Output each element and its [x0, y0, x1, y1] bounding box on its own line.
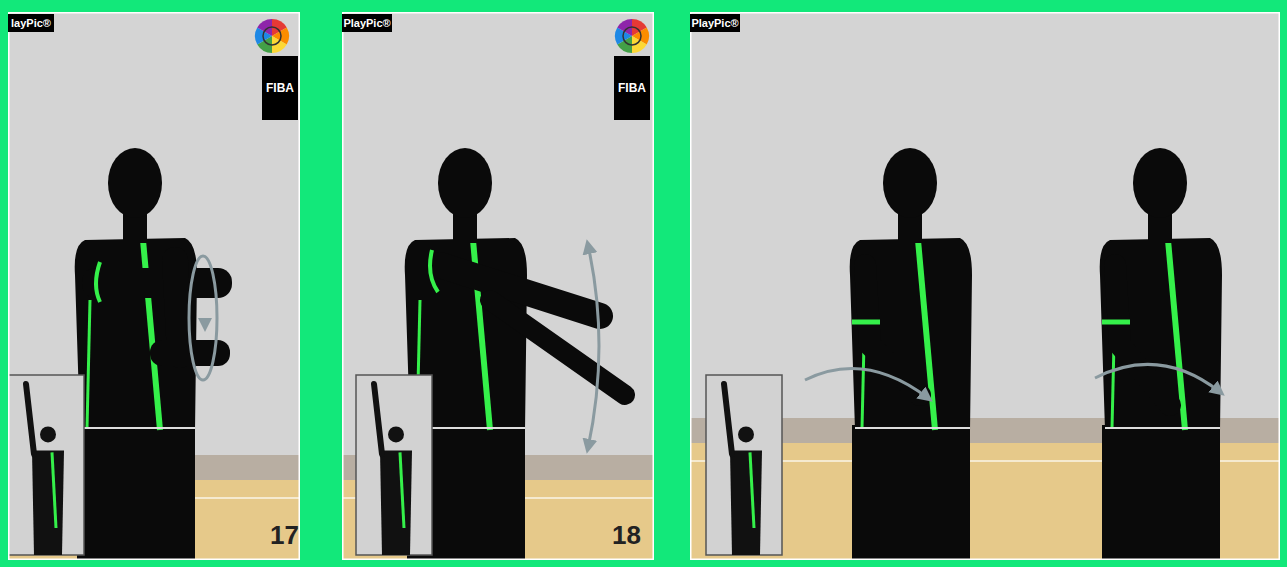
- logo-badge: FIBA: [614, 56, 650, 120]
- head: [438, 148, 492, 218]
- panel-frame: [8, 12, 300, 560]
- inset-arm: [26, 384, 34, 454]
- signal-number: 17: [270, 520, 299, 551]
- inset-frame: [8, 375, 84, 555]
- torso: [75, 238, 197, 430]
- arm: [1115, 265, 1170, 405]
- inset-head: [388, 426, 404, 442]
- inset-frame: [356, 375, 432, 555]
- badge-text: PlayPic®: [691, 17, 738, 29]
- wave-arrow: [1095, 364, 1220, 392]
- head: [1133, 148, 1187, 218]
- inset-stripe: [750, 452, 754, 528]
- credit-tag: PlayPic®: [342, 14, 392, 32]
- wave-arrow: [805, 368, 928, 398]
- badge-text: PlayPic®: [343, 17, 390, 29]
- credit-tag: PlayPic®: [690, 14, 740, 32]
- head: [883, 148, 937, 218]
- inset-stripe: [400, 452, 404, 528]
- inset-head: [738, 426, 754, 442]
- pants: [77, 425, 195, 560]
- inset-head: [40, 426, 56, 442]
- waist-line: [80, 427, 195, 429]
- inset-body: [32, 451, 64, 555]
- panel-frame: [342, 12, 654, 560]
- sleeve-band: [852, 320, 880, 325]
- waist-line: [855, 427, 970, 429]
- arm: [440, 265, 600, 316]
- roll-arrow-head: [198, 318, 212, 332]
- signal-number: 18: [612, 520, 641, 551]
- waist-line: [1105, 427, 1220, 429]
- credit-tag: layPic®: [8, 14, 54, 32]
- pants: [852, 425, 970, 560]
- sleeve-band: [1102, 320, 1130, 325]
- inset-stripe: [52, 452, 56, 528]
- arm-ghost: [490, 300, 625, 395]
- torso: [1100, 238, 1222, 430]
- inset-arm: [724, 384, 732, 454]
- fiba-logo-ball: [263, 27, 281, 45]
- inset-body: [730, 451, 762, 555]
- sleeve-band: [96, 262, 100, 302]
- inset-arm: [374, 384, 382, 454]
- badge-text: FIBA: [266, 81, 294, 95]
- forearm: [82, 268, 232, 298]
- sleeve-band: [430, 250, 438, 292]
- swing-arrow: [588, 245, 599, 448]
- panel-frame: [690, 12, 1280, 560]
- badge-text: FIBA: [618, 81, 646, 95]
- inset-body: [380, 451, 412, 555]
- inset-frame: [706, 375, 782, 555]
- fiba-logo-ball: [623, 27, 641, 45]
- shirt-stripe: [87, 300, 90, 428]
- badge-text: layPic®: [11, 17, 51, 29]
- pants: [1102, 425, 1220, 560]
- roll-arrow: [189, 256, 217, 380]
- torso: [850, 238, 972, 430]
- logo-badge: FIBA: [262, 56, 298, 120]
- head: [108, 148, 162, 218]
